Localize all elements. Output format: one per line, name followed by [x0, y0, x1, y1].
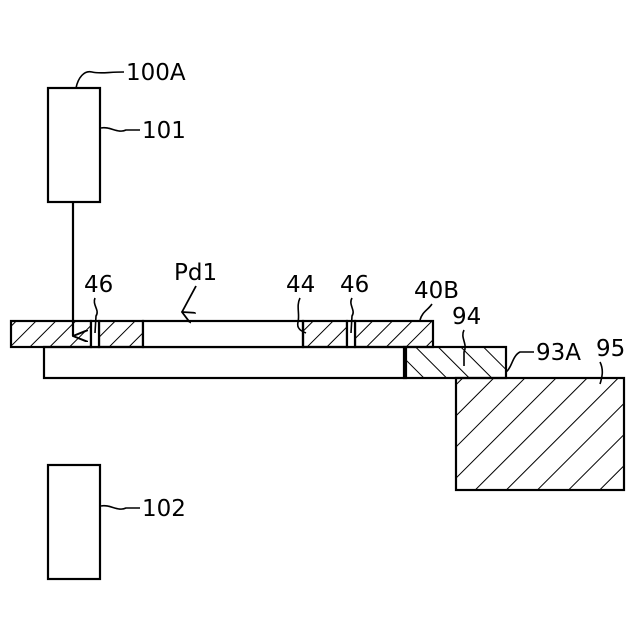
label-44: 44	[286, 272, 315, 298]
plate-segment-right	[355, 321, 433, 347]
label-46-right: 46	[340, 272, 369, 298]
leader-102	[101, 506, 140, 509]
leader-93A	[506, 352, 534, 372]
block-95	[456, 378, 624, 490]
label-46-left: 46	[84, 272, 113, 298]
label-40B: 40B	[414, 278, 459, 304]
label-102: 102	[142, 496, 186, 522]
label-101: 101	[142, 118, 186, 144]
leader-40B	[420, 304, 432, 320]
label-95: 95	[596, 336, 625, 362]
leader-101	[101, 128, 140, 131]
label-93A: 93A	[536, 340, 581, 366]
label-100A: 100A	[126, 60, 186, 86]
label-pd1: Pd1	[174, 260, 217, 286]
plate-segment-mid-right	[303, 321, 347, 347]
connector-94	[404, 347, 506, 378]
pd1-arrow	[182, 286, 196, 312]
block-102	[48, 465, 100, 579]
plate-segment-mid-left	[99, 321, 143, 347]
plate-segment-left	[11, 321, 91, 347]
leader-100A	[76, 72, 124, 88]
label-94: 94	[452, 304, 481, 330]
block-101	[48, 88, 100, 202]
plate-opening-pd1	[143, 321, 303, 347]
substrate-layer	[44, 347, 406, 378]
